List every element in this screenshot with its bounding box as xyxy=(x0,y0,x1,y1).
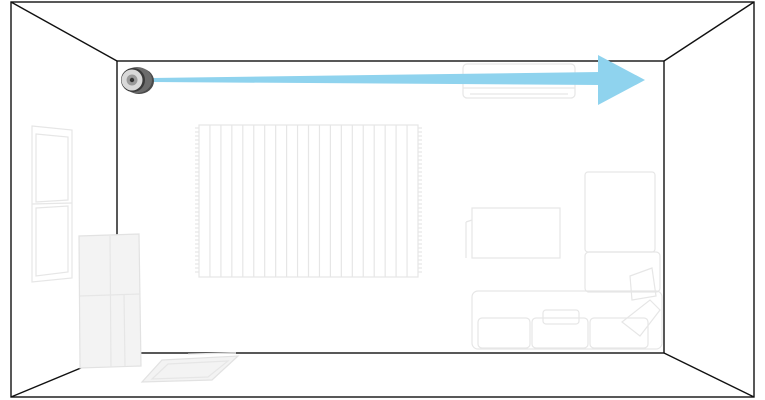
wall-mounted-sensor-icon xyxy=(121,67,154,94)
sectional-sofa xyxy=(471,251,663,350)
left-wall-window xyxy=(31,125,73,283)
airflow-arrow-icon xyxy=(152,55,645,105)
outer-frame xyxy=(10,1,755,398)
right-wall-panel xyxy=(584,171,656,253)
back-wall xyxy=(116,60,665,354)
room-furniture xyxy=(31,63,663,383)
edge-top-right xyxy=(663,1,755,62)
airflow-arrow-head xyxy=(598,55,645,105)
floor-mat xyxy=(140,352,240,383)
striped-wall-panel xyxy=(195,124,422,278)
airflow-arrow-shaft xyxy=(152,72,600,85)
edge-top-left xyxy=(10,1,118,62)
edge-bottom-right xyxy=(663,352,755,398)
tall-cabinet xyxy=(78,233,142,369)
wall-picture xyxy=(465,207,561,259)
